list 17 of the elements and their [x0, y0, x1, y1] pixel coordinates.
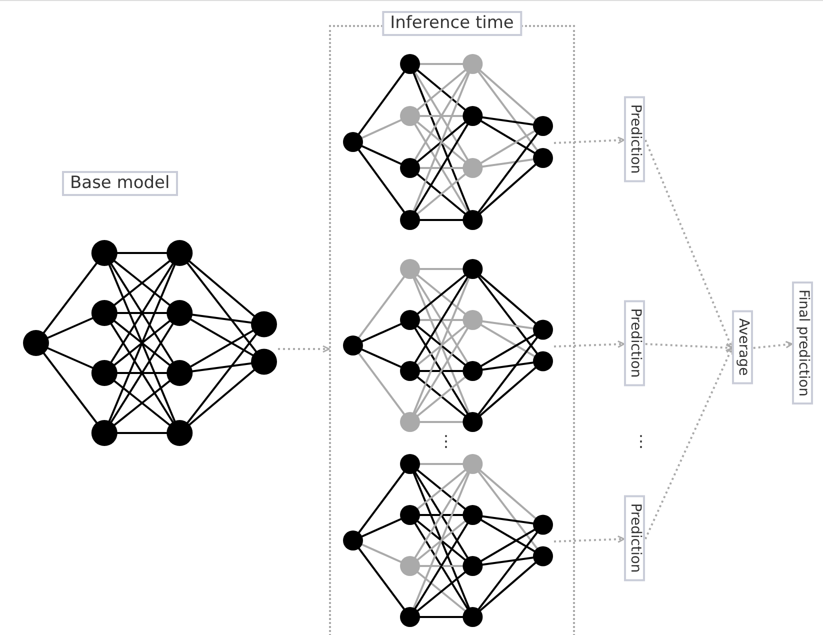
- group-title: Inference time: [382, 11, 522, 36]
- arrow: [554, 535, 625, 543]
- arrow: [645, 343, 733, 352]
- text-box: Prediction: [624, 96, 646, 182]
- arrow: [753, 340, 793, 349]
- ellipsis-mark: ⋮: [633, 432, 649, 450]
- text-box: Prediction: [624, 495, 646, 581]
- text-box: Prediction: [624, 300, 646, 386]
- ellipsis-mark: ⋮: [438, 432, 454, 450]
- arrow: [554, 136, 625, 144]
- text-box: Final prediction: [792, 282, 814, 404]
- text-box: Average: [732, 310, 754, 384]
- arrow: [644, 140, 734, 349]
- heading-label: Base model: [62, 171, 178, 196]
- arrow: [554, 340, 625, 348]
- arrow: [278, 345, 330, 353]
- arrow: [644, 347, 733, 540]
